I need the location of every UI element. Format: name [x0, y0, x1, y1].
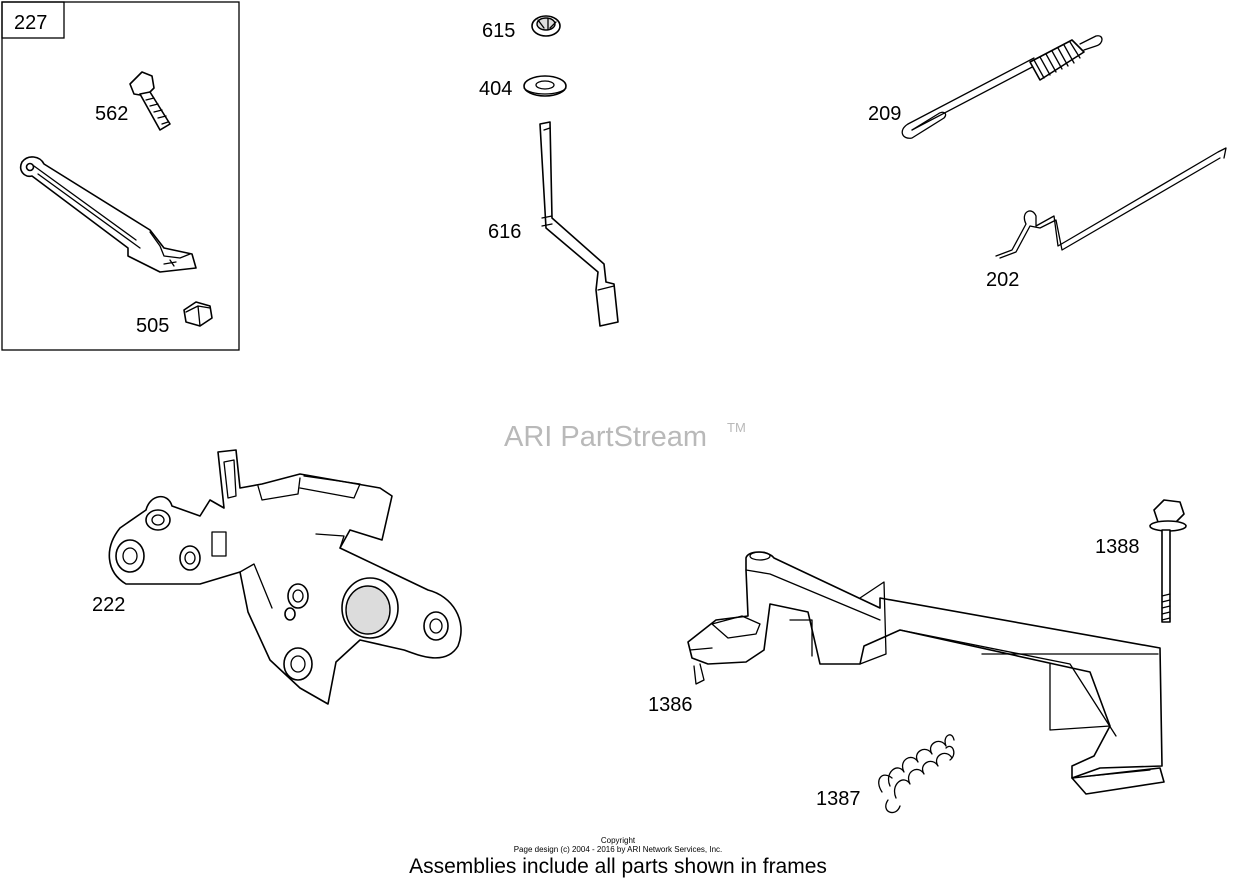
nut-505[interactable] [183, 301, 213, 327]
callout-202: 202 [986, 269, 1019, 291]
callout-labels: 562 505 615 404 616 209 202 222 1388 138… [92, 20, 1140, 810]
callout-615: 615 [482, 20, 515, 42]
spring-link-209[interactable] [901, 35, 1103, 139]
callout-1387: 1387 [816, 788, 861, 810]
callout-404: 404 [479, 78, 512, 100]
control-arm-227[interactable] [19, 156, 197, 273]
callout-1388: 1388 [1095, 536, 1140, 558]
callout-222: 222 [92, 594, 125, 616]
lever-616[interactable] [539, 121, 619, 327]
watermark-tm: TM [727, 420, 746, 435]
callout-562: 562 [95, 103, 128, 125]
bolt-562[interactable] [129, 71, 171, 131]
bracket-222[interactable] [108, 449, 462, 705]
washer-404[interactable] [523, 75, 567, 97]
copyright-line: Page design (c) 2004 - 2016 by ARI Netwo… [513, 845, 723, 854]
frame-label: 227 [14, 12, 47, 34]
spring-1387[interactable] [878, 734, 955, 814]
copyright-title: Copyright [600, 836, 636, 845]
governor-lever-1386[interactable] [687, 551, 1165, 795]
callout-1386: 1386 [648, 694, 693, 716]
callout-616: 616 [488, 221, 521, 243]
callout-209: 209 [868, 103, 901, 125]
watermark-text: ARI PartStream [504, 421, 707, 453]
retainer-615[interactable] [531, 15, 561, 37]
watermark: ARI PartStream TM [504, 420, 746, 453]
callout-505: 505 [136, 315, 169, 337]
frames-note: Assemblies include all parts shown in fr… [409, 855, 827, 878]
frame-227: 227 [1, 1, 240, 351]
bolt-1388[interactable] [1149, 499, 1187, 623]
wire-link-202[interactable] [995, 147, 1227, 259]
